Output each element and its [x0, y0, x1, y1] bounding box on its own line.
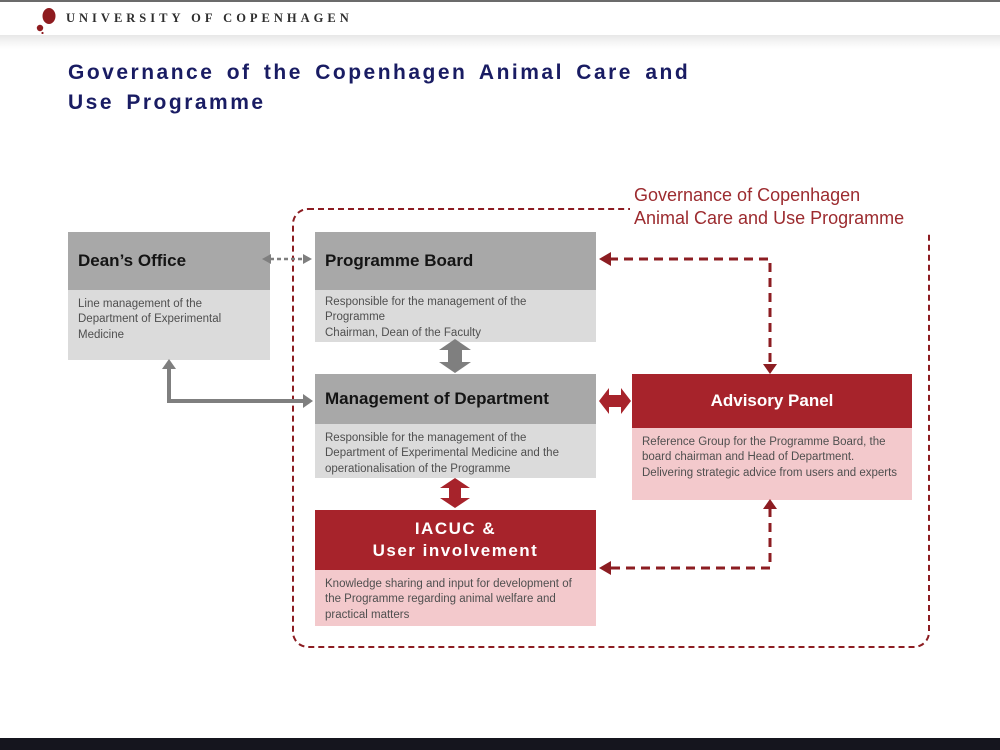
iacuc-title-line2: User involvement	[372, 541, 539, 560]
advisory-panel-title: Advisory Panel	[632, 374, 912, 428]
programme-board-body-line2: Chairman, Dean of the Faculty	[325, 326, 481, 339]
programme-board-body: Responsible for the management of the Pr…	[315, 290, 596, 342]
programme-board-body-line1: Responsible for the management of the Pr…	[325, 296, 527, 324]
bottom-bar	[0, 738, 1000, 750]
box-iacuc-user-involvement: IACUC & User involvement Knowledge shari…	[315, 510, 596, 626]
iacuc-title: IACUC & User involvement	[315, 510, 596, 570]
page-title: Governance of the Copenhagen Animal Care…	[68, 58, 868, 118]
box-advisory-panel: Advisory Panel Reference Group for the P…	[632, 374, 912, 500]
top-edge-line	[0, 0, 1000, 2]
management-title: Management of Department	[315, 374, 596, 424]
iacuc-title-line1: IACUC &	[414, 519, 497, 538]
university-name: UNIVERSITY OF COPENHAGEN	[66, 11, 353, 25]
iacuc-body: Knowledge sharing and input for developm…	[315, 570, 596, 626]
box-management-of-department: Management of Department Responsible for…	[315, 374, 596, 478]
governance-frame-border	[292, 208, 930, 648]
title-line1: Governance of the Copenhagen Animal Care…	[68, 61, 691, 84]
frame-label-line1: Governance of Copenhagen	[634, 185, 861, 205]
governance-frame-label: Governance of Copenhagen Animal Care and…	[630, 183, 930, 231]
management-body: Responsible for the management of the De…	[315, 424, 596, 478]
advisory-panel-body: Reference Group for the Programme Board,…	[632, 428, 912, 500]
title-line2: Use Programme	[68, 91, 266, 114]
frame-label-line2: Animal Care and Use Programme	[634, 208, 905, 228]
box-deans-office: Dean’s Office Line management of the Dep…	[68, 232, 270, 360]
header-shade	[0, 35, 1000, 49]
top-header: UNIVERSITY OF COPENHAGEN	[0, 2, 1000, 35]
ucph-logo-icon	[34, 6, 60, 35]
box-programme-board: Programme Board Responsible for the mana…	[315, 232, 596, 342]
deans-office-body: Line management of the Department of Exp…	[68, 290, 270, 360]
programme-board-title: Programme Board	[315, 232, 596, 290]
arrow-deans-management-elbow	[162, 359, 313, 408]
deans-office-title: Dean’s Office	[68, 232, 270, 290]
